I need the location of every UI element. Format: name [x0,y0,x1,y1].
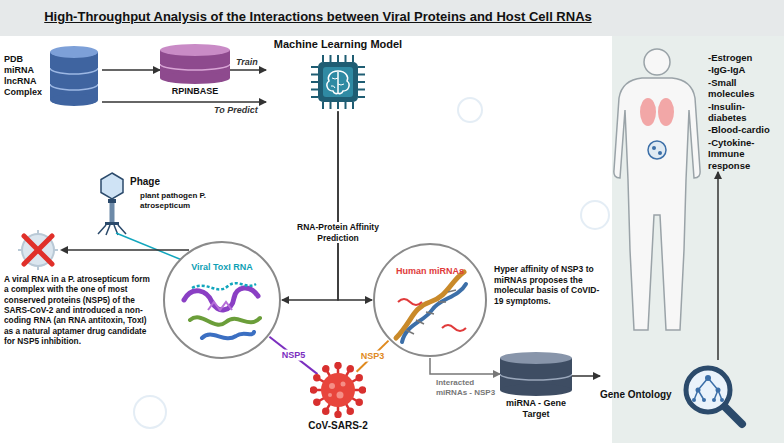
text-column: Gene Ontology [600,389,678,401]
human-body-part [658,151,662,155]
complex-circle-graphic-part [164,242,280,358]
database-cylinder-graphic [500,352,572,396]
human-body-part [658,98,674,126]
virus-icon-graphic-part [311,363,365,417]
decor-virus [134,98,609,428]
human-body-part [648,141,666,159]
decor-virus-part [134,396,166,428]
connector [230,69,266,71]
title-banner [0,0,784,36]
crossed-virus-icon-part [22,234,54,266]
text-column: PDBmiRNAlncRNAComplex [4,54,50,97]
crossed-virus-icon-part [24,236,52,264]
human-body-part [640,98,656,126]
note-label: plant pathogen P. atrosepticum [140,191,214,211]
inhibition-arrow-part [66,249,189,251]
human-body-part [652,146,656,150]
gene-ontology-lens-graphic-part [686,368,742,424]
note-label: Hyper affinity of NSP3 to miRNAs propose… [494,264,608,307]
node-text: -IgG-IgA [708,64,780,75]
virus-icon: CoV-SARS-2 [295,362,381,432]
node-text: -Cytokine-Immune response [708,137,780,171]
ml-chip: Machine Learning Model [266,38,410,111]
connector [338,111,372,300]
virus-icon-graphic [310,362,366,418]
connector [717,172,719,360]
database-cylinder: PDBmiRNAlncRNAComplex [4,46,102,106]
database-cylinder: RPINBASE [160,44,230,97]
database-cylinder-graphic-part [160,44,230,84]
phage-icon-part [105,222,119,225]
note-label: RNA-Protein Affinity Prediction [295,222,381,243]
connector [282,111,338,300]
database-cylinder-graphic [50,46,98,106]
human-body-part [614,78,700,330]
node-text: Machine Learning Model [266,38,410,51]
phage-icon-part [101,173,123,199]
database-cylinder-graphic-part [50,46,98,106]
edge-label: NSP5 [280,350,308,361]
gene-ontology-lens-graphic [678,360,748,430]
ml-chip-graphic-part [311,55,365,109]
ml-chip-graphic [308,53,368,111]
inhibition-arrow-part [60,246,68,254]
database-cylinder-graphic-part [500,352,572,396]
node-text: Gene Ontology [600,389,678,401]
complex-circle-graphic-part [374,244,486,356]
crossed-virus-icon [18,230,58,270]
inhibition-arrow [60,246,189,254]
node-text: RPINBASE [160,86,230,97]
complex-circle: Human miRNAs [372,242,488,358]
complex-circle: Viral ToxI RNA [162,240,282,360]
body-panel [612,36,784,443]
connector [430,358,500,374]
phage-icon-part [108,199,116,203]
connector [357,341,389,372]
node-text: Human miRNAs [372,266,488,277]
complex-circle-graphic [162,240,282,360]
node-text: CoV-SARS-2 [295,420,381,432]
database-cylinder: miRNA - Gene Target [500,352,572,420]
connector [269,337,317,374]
note-label: Phage [130,176,180,189]
crossed-virus-icon-part [18,230,58,270]
gene-ontology-lens: Gene Ontology [600,360,752,430]
edge-label: To Predict [214,105,258,116]
rna-leader-line [116,233,182,260]
diagram-title: High-Throughput Analysis of the Interact… [8,9,628,24]
phage-icon-part [110,203,115,223]
database-cylinder-graphic [160,44,230,84]
symptom-list: -Estrogen-IgG-IgA -Small molecules-Insuli… [708,52,780,172]
node-text: -Blood-cardio [708,124,780,135]
node-text: -Small molecules [708,77,780,100]
node-text: -Estrogen [708,52,780,63]
connector [572,375,600,377]
human-body [614,49,700,330]
connector [102,101,266,103]
edge-label: Interacted miRNAs - NSP3 [436,378,498,397]
node-text: -Insulin-diabetes [708,101,780,124]
phage-icon [98,173,126,235]
node-text: miRNA [4,65,50,76]
node-text: Viral ToxI RNA [162,262,282,273]
edge-label: NSP3 [359,351,387,362]
phage-icon-part [98,225,126,235]
decor-virus-part [458,98,482,122]
decor-virus-part [581,201,609,229]
note-label: A viral RNA in a P. atrosepticum form a … [4,274,156,347]
connector [102,69,160,71]
node-text: Complex [4,87,50,98]
complex-circle-graphic [372,242,488,358]
node-text: PDB [4,54,50,65]
edge-label: Train [236,57,258,68]
human-body-part [644,49,670,75]
node-text: miRNA - Gene Target [500,398,572,420]
node-text: lncRNA [4,76,50,87]
